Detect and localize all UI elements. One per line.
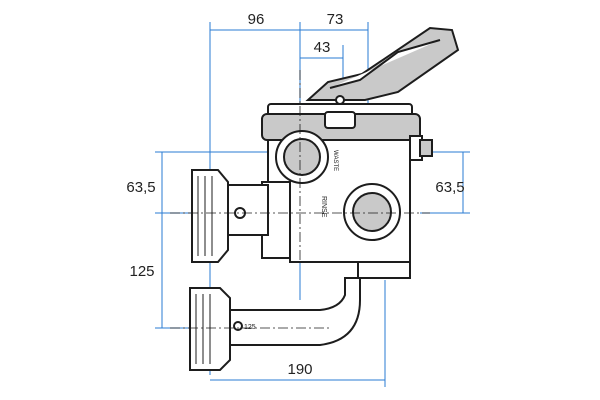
right-port-inner: [352, 192, 392, 232]
front-port-marking: WASTE: [332, 150, 338, 171]
left-union-nut: [191, 169, 229, 263]
center-lines: [170, 70, 430, 329]
pipe-marking: 125: [244, 324, 256, 331]
dim-vertical-gap: 125: [129, 263, 154, 280]
front-port-inner: [283, 138, 321, 176]
pipe-screw: [233, 321, 243, 331]
dim-bottom-width: 190: [287, 361, 312, 378]
dim-top-right: 73: [327, 11, 344, 28]
bottom-pipe: [189, 277, 361, 371]
dim-top-left: 96: [248, 11, 265, 28]
left-connector: [227, 184, 269, 236]
body-side-marking: RINSE: [320, 196, 327, 218]
dim-right-height: 63,5: [435, 179, 464, 196]
dim-left-height: 63,5: [126, 179, 155, 196]
dim-inner-width: 43: [314, 39, 331, 56]
left-union: [191, 169, 269, 263]
valve-body: [261, 26, 460, 279]
handle-pivot: [335, 95, 345, 105]
pipe-elbow: [229, 277, 361, 346]
